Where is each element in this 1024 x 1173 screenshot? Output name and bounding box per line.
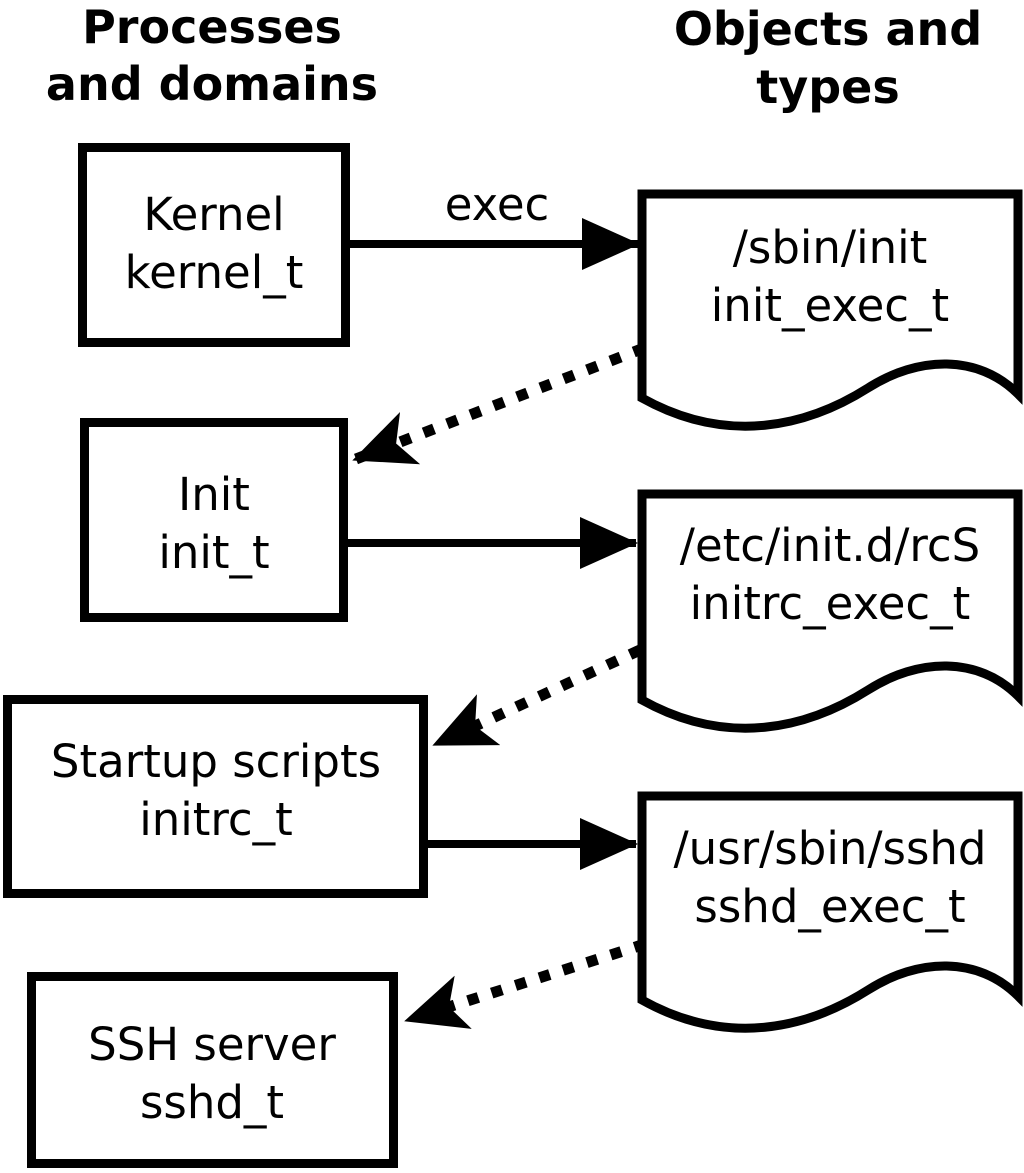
title-left-line1: Processes — [82, 0, 342, 54]
process-label-init: Init — [178, 468, 250, 521]
object-label-etc-init-d-rcs: /etc/init.d/rcS — [680, 519, 980, 572]
process-label-startup-scripts: Startup scripts — [51, 735, 381, 788]
title-left-line2: and domains — [46, 57, 378, 111]
document-shape-etc-init-d-rcs — [637, 489, 1023, 733]
object-node-etc-init-d-rcs: /etc/init.d/rcS initrc_exec_t — [637, 489, 1023, 733]
object-type-sbin-init: init_exec_t — [711, 279, 949, 332]
transition-arrows — [352, 342, 647, 1029]
process-node-kernel: Kernel kernel_t — [78, 143, 350, 347]
object-type-usr-sbin-sshd: sshd_exec_t — [694, 880, 965, 933]
process-label-kernel: Kernel — [143, 188, 284, 241]
column-title-processes: Processes and domains — [46, 0, 378, 111]
column-title-objects: Objects and types — [674, 2, 982, 114]
object-type-etc-init-d-rcs: initrc_exec_t — [690, 577, 971, 630]
transition-arrow-sshd-exec-to-sshd — [404, 938, 647, 1029]
transition-arrow-rcs-to-initrc — [432, 645, 643, 749]
object-node-sbin-init: /sbin/init init_exec_t — [637, 189, 1023, 431]
process-label-ssh-server: SSH server — [88, 1018, 336, 1071]
process-type-startup-scripts: initrc_t — [139, 793, 293, 846]
document-shape-sbin-init — [637, 189, 1023, 431]
object-node-usr-sbin-sshd: /usr/sbin/sshd sshd_exec_t — [637, 791, 1023, 1033]
process-type-kernel: kernel_t — [125, 246, 304, 299]
title-right-line2: types — [756, 60, 899, 114]
process-type-init: init_t — [158, 526, 269, 579]
transition-arrow-sbin-init-to-init — [352, 342, 646, 465]
process-node-startup-scripts: Startup scripts initrc_t — [3, 695, 428, 898]
process-type-ssh-server: sshd_t — [140, 1076, 284, 1129]
process-box-init — [80, 418, 348, 622]
exec-arrow-label: exec — [445, 178, 550, 231]
process-box-startup-scripts — [3, 695, 428, 898]
process-node-init: Init init_t — [80, 418, 348, 622]
process-node-ssh-server: SSH server sshd_t — [27, 972, 398, 1168]
process-box-kernel — [78, 143, 350, 347]
document-shape-usr-sbin-sshd — [637, 791, 1023, 1033]
title-right-line1: Objects and — [674, 2, 982, 56]
object-label-sbin-init: /sbin/init — [733, 221, 928, 274]
process-box-ssh-server — [27, 972, 398, 1168]
object-label-usr-sbin-sshd: /usr/sbin/sshd — [674, 822, 987, 875]
exec-arrows: exec — [344, 178, 640, 870]
